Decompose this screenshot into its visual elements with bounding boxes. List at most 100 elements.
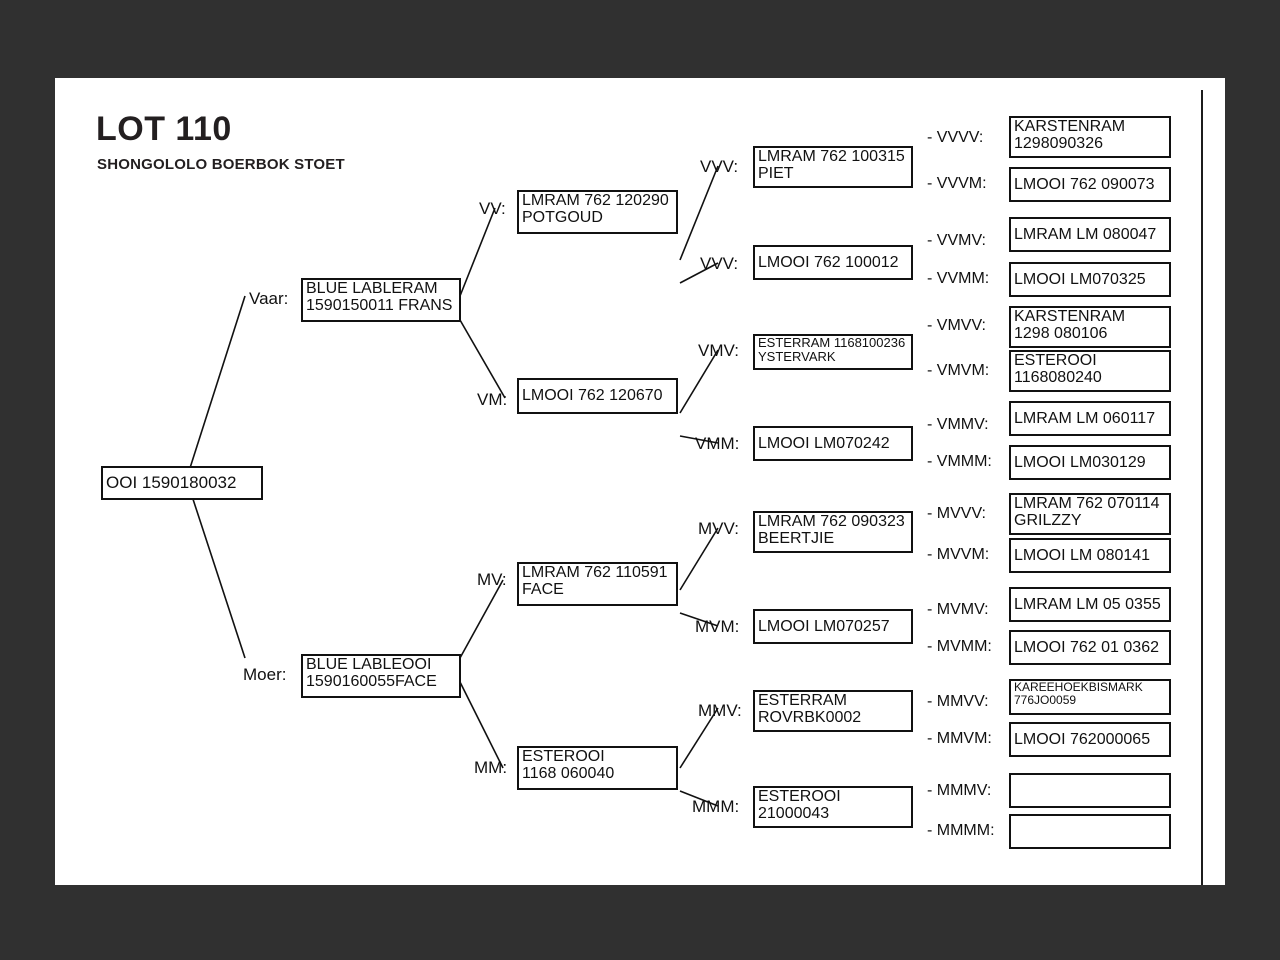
node-mvv-line2: BEERTJIE [758, 530, 835, 548]
label-mmmv: - MMMV: [927, 782, 992, 799]
node-dam-line2: 1590160055FACE [306, 673, 437, 691]
label-vvmv: - VVMV: [927, 232, 986, 249]
node-mvmm-line1: LMOOI 762 01 0362 [1014, 638, 1159, 656]
node-mmvm-line1: LMOOI 762000065 [1014, 730, 1151, 748]
node-vvm[interactable]: LMOOI 762 100012 [753, 245, 913, 280]
node-vmv[interactable]: ESTERRAM 1168100236 YSTERVARK [753, 334, 913, 370]
node-vmmv[interactable]: LMRAM LM 060117 [1009, 401, 1171, 436]
node-mvm-line1: LMOOI LM070257 [758, 617, 890, 635]
label-dam: Moer: [243, 665, 287, 684]
node-dam-line1: BLUE LABLEOOI [306, 656, 432, 673]
node-vmvv[interactable]: KARSTENRAM 1298 080106 [1009, 306, 1171, 348]
label-mvvv: - MVVV: [927, 505, 986, 522]
label-mmmm: - MMMM: [927, 822, 995, 839]
page-subtitle: SHONGOLOLO BOERBOK STOET [97, 156, 345, 173]
node-mvv-line1: LMRAM 762 090323 [758, 513, 905, 530]
node-vvv-line1: LMRAM 762 100315 [758, 148, 905, 165]
node-sire-line2: 1590150011 FRANS [306, 297, 453, 315]
node-mvvm-line1: LMOOI LM 080141 [1014, 546, 1151, 564]
node-vv[interactable]: LMRAM 762 120290 POTGOUD [517, 190, 678, 234]
node-mv-line1: LMRAM 762 110591 [522, 564, 668, 581]
label-mmvv: - MMVV: [927, 693, 989, 710]
node-mmmv[interactable] [1009, 773, 1171, 808]
node-vmvm[interactable]: ESTEROOI 1168080240 [1009, 350, 1171, 392]
label-vmm: VMM: [695, 434, 740, 453]
label-vvv: VVV: [700, 157, 739, 176]
label-mm: MM: [474, 758, 508, 777]
label-vv: VV: [479, 199, 506, 218]
node-mvvv[interactable]: LMRAM 762 070114 GRILZZY [1009, 493, 1171, 535]
label-vmv: VMV: [698, 341, 739, 360]
node-mmvm[interactable]: LMOOI 762000065 [1009, 722, 1171, 757]
node-vm[interactable]: LMOOI 762 120670 [517, 378, 678, 414]
node-mvvm[interactable]: LMOOI LM 080141 [1009, 538, 1171, 573]
node-mmm-line2: 21000043 [758, 805, 830, 823]
node-mmv-line2: ROVRBK0002 [758, 709, 862, 727]
node-vmmm[interactable]: LMOOI LM030129 [1009, 445, 1171, 480]
node-vmvm-line1: ESTEROOI [1014, 352, 1097, 369]
label-vvvv: - VVVV: [927, 129, 984, 146]
node-vvv[interactable]: LMRAM 762 100315 PIET [753, 146, 913, 188]
label-sire: Vaar: [249, 289, 289, 308]
node-mmvv-line2: 776JO0059 [1014, 692, 1077, 707]
node-sire[interactable]: BLUE LABLERAM 1590150011 FRANS [301, 278, 461, 322]
page-title: LOT 110 [96, 110, 232, 148]
node-mvmv[interactable]: LMRAM LM 05 0355 [1009, 587, 1171, 622]
node-mv[interactable]: LMRAM 762 110591 FACE [517, 562, 678, 606]
node-mvmv-line1: LMRAM LM 05 0355 [1014, 595, 1161, 613]
node-vvv-line2: PIET [758, 165, 794, 183]
node-vmv-line1: ESTERRAM 1168100236 [758, 335, 906, 350]
label-vvm: VVV: [700, 254, 739, 273]
label-vmmv: - VMMV: [927, 416, 989, 433]
node-vv-line1: LMRAM 762 120290 [522, 192, 669, 209]
node-vvvv-line2: 1298090326 [1014, 135, 1103, 153]
node-mmm[interactable]: ESTEROOI 21000043 [753, 786, 913, 828]
label-mvmm: - MVMM: [927, 638, 992, 655]
node-vvvv[interactable]: KARSTENRAM 1298090326 [1009, 116, 1171, 158]
node-sire-line1: BLUE LABLERAM [306, 280, 438, 297]
label-vvmm: - VVMM: [927, 270, 990, 287]
label-mvvm: - MVVM: [927, 546, 990, 563]
node-vvmm[interactable]: LMOOI LM070325 [1009, 262, 1171, 297]
node-mvm[interactable]: LMOOI LM070257 [753, 609, 913, 644]
node-mv-line2: FACE [522, 581, 564, 599]
label-mmm: MMM: [692, 797, 740, 816]
label-vmvm: - VMVM: [927, 362, 990, 379]
node-vvvm[interactable]: LMOOI 762 090073 [1009, 167, 1171, 202]
node-vmmv-line1: LMRAM LM 060117 [1014, 409, 1156, 427]
node-mmv[interactable]: ESTERRAM ROVRBK0002 [753, 690, 913, 732]
node-mvvv-line2: GRILZZY [1014, 512, 1082, 530]
label-mvv: MVV: [698, 519, 739, 538]
node-mmmm[interactable] [1009, 814, 1171, 849]
node-mmvv[interactable]: KAREEHOEKBISMARK 776JO0059 [1009, 679, 1171, 715]
label-mv: MV: [477, 570, 507, 589]
label-vmmm: - VMMM: [927, 453, 992, 470]
node-vvvm-line1: LMOOI 762 090073 [1014, 175, 1155, 193]
node-vvmv[interactable]: LMRAM LM 080047 [1009, 217, 1171, 252]
node-vvm-line1: LMOOI 762 100012 [758, 253, 899, 271]
node-vmvv-line2: 1298 080106 [1014, 325, 1108, 343]
label-vvvm: - VVVM: [927, 175, 987, 192]
label-vm: VM: [477, 390, 508, 409]
label-mvm: MVM: [695, 617, 740, 636]
node-mmv-line1: ESTERRAM [758, 692, 847, 709]
node-vmm[interactable]: LMOOI LM070242 [753, 426, 913, 461]
node-dam[interactable]: BLUE LABLEOOI 1590160055FACE [301, 654, 461, 698]
page-right-rule [1201, 90, 1203, 885]
node-mvmm[interactable]: LMOOI 762 01 0362 [1009, 630, 1171, 665]
node-vm-line1: LMOOI 762 120670 [522, 387, 663, 405]
node-vmv-line2: YSTERVARK [758, 348, 836, 364]
node-mvvv-line1: LMRAM 762 070114 [1014, 495, 1160, 512]
node-subject[interactable]: OOI 1590180032 [101, 466, 263, 500]
label-mmvm: - MMVM: [927, 730, 992, 747]
node-mm[interactable]: ESTEROOI 1168 060040 [517, 746, 678, 790]
node-mm-line1: ESTEROOI [522, 748, 605, 765]
node-vv-line2: POTGOUD [522, 209, 603, 227]
node-vmm-line1: LMOOI LM070242 [758, 434, 890, 452]
node-mvv[interactable]: LMRAM 762 090323 BEERTJIE [753, 511, 913, 553]
node-vmvm-line2: 1168080240 [1014, 369, 1102, 387]
label-vmvv: - VMVV: [927, 317, 986, 334]
label-mvmv: - MVMV: [927, 601, 989, 618]
node-vvmv-line1: LMRAM LM 080047 [1014, 225, 1157, 243]
